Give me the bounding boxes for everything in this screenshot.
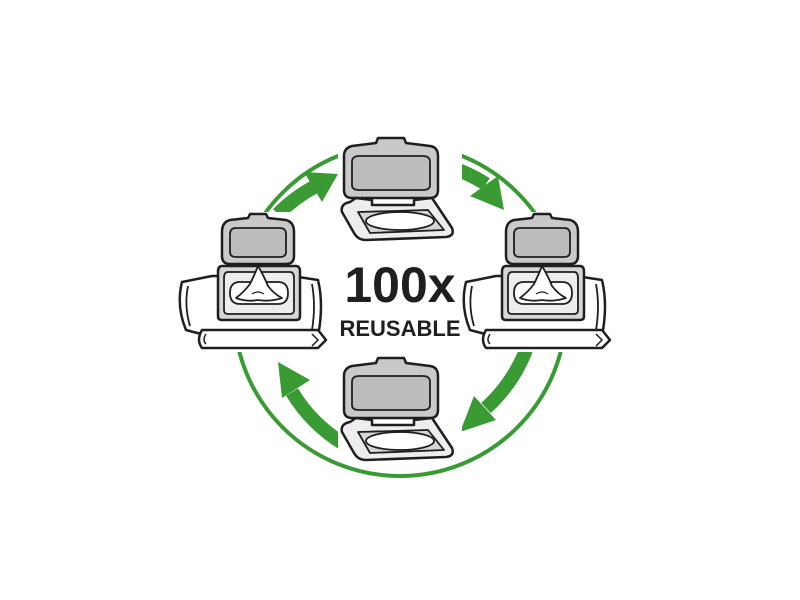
- reuse-label: REUSABLE: [339, 316, 460, 341]
- reuse-count: 100x: [344, 257, 455, 313]
- wipes-lid-open-icon: [340, 136, 454, 242]
- wipes-lid-open-icon: [340, 356, 454, 462]
